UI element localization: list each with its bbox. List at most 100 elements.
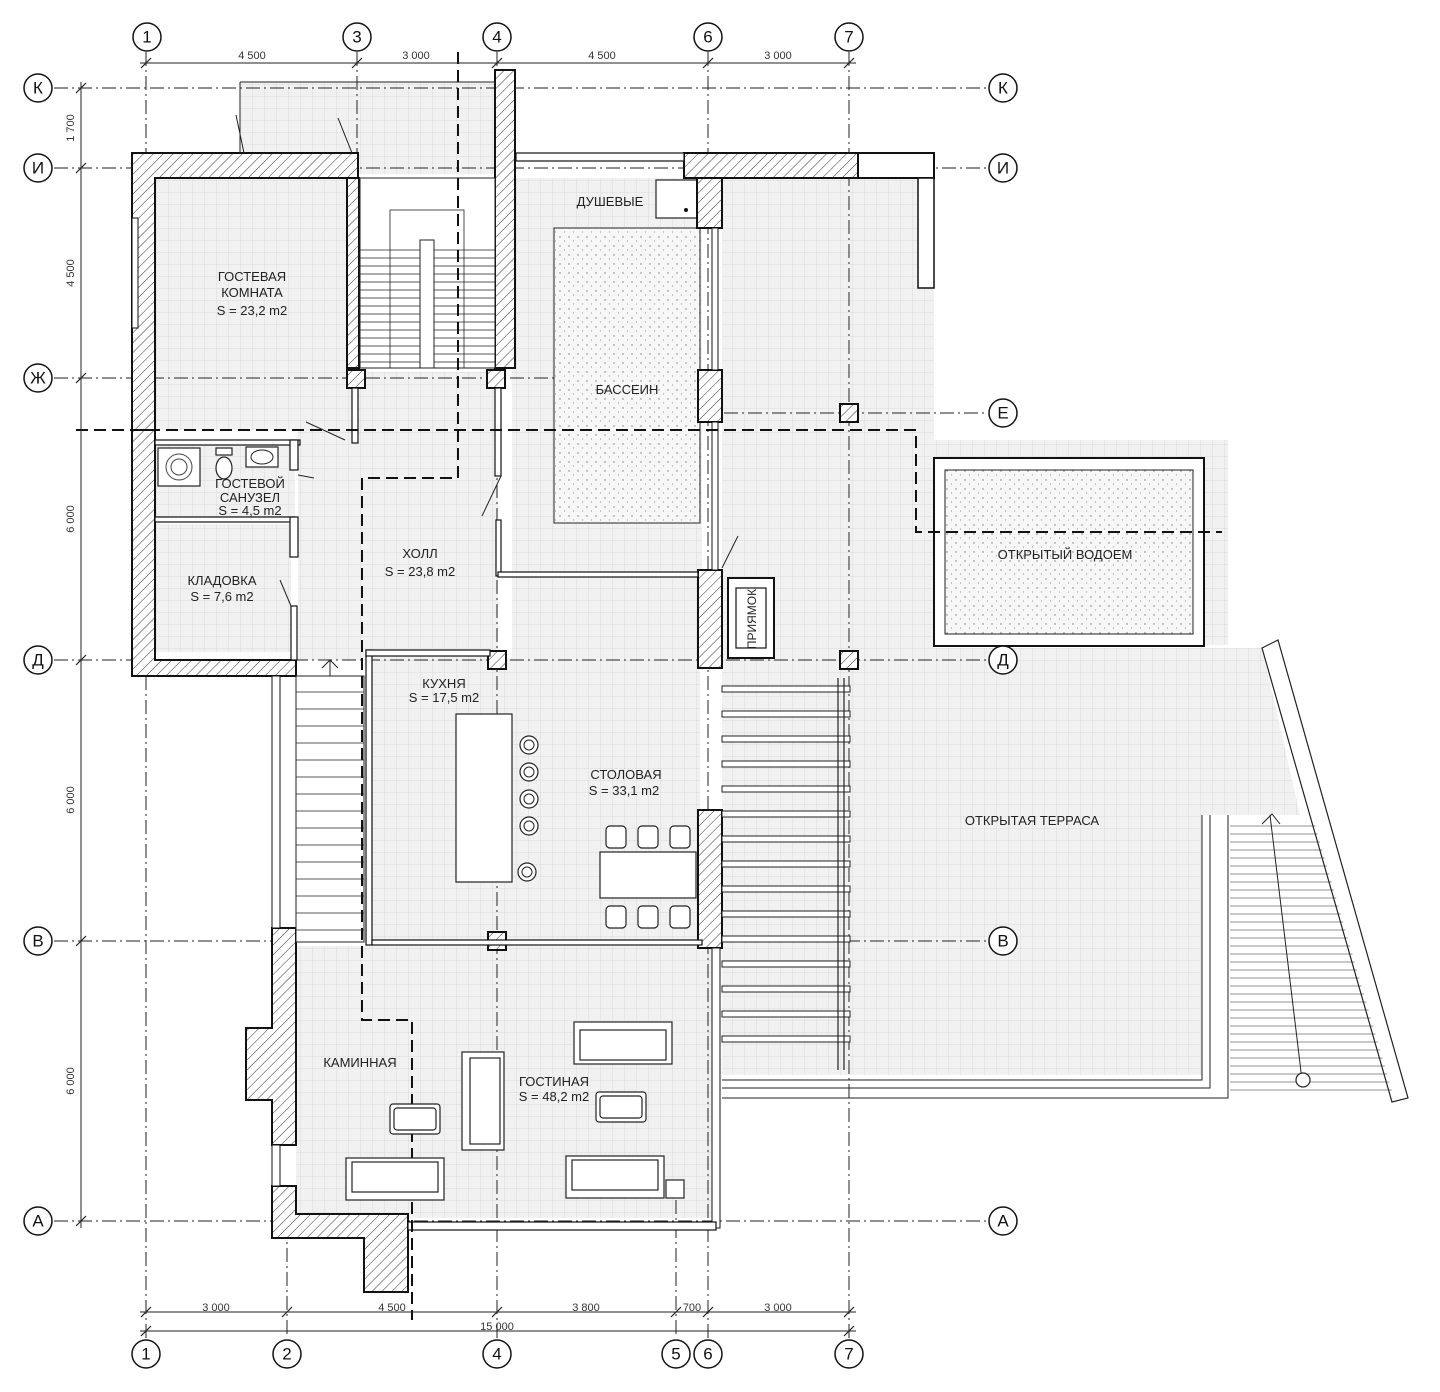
pergola-beam bbox=[721, 960, 851, 968]
room-guest-bath-name: ГОСТЕВОЙ bbox=[215, 476, 285, 491]
axis-bubble-left-d: Д bbox=[23, 645, 53, 675]
svg-text:А: А bbox=[997, 1212, 1009, 1231]
pergola-beam bbox=[721, 835, 851, 843]
svg-text:6: 6 bbox=[703, 1345, 712, 1364]
axis-bubble-left-a: А bbox=[23, 1206, 53, 1236]
dim-bottom-total: 15 000 bbox=[480, 1321, 514, 1333]
pergola-beam bbox=[721, 785, 851, 793]
kitchen-dining-furniture bbox=[455, 713, 697, 929]
partitions bbox=[154, 81, 739, 1231]
axis-bubble-top-6: 6 bbox=[693, 22, 723, 52]
svg-text:3: 3 bbox=[352, 28, 361, 47]
pergola-beam bbox=[721, 985, 851, 993]
svg-text:Е: Е bbox=[997, 404, 1008, 423]
axis-bubble-left-k: К bbox=[23, 73, 53, 103]
axis-bubble-right-e: Е bbox=[988, 398, 1018, 428]
dim-tick bbox=[140, 1306, 152, 1318]
axis-bubble-bottom-5: 5 bbox=[661, 1339, 691, 1369]
dim-tick bbox=[351, 57, 363, 69]
dim-bottom-1-2: 3 000 bbox=[202, 1302, 230, 1314]
upper-stair-treads bbox=[360, 249, 495, 363]
pergola-beam bbox=[721, 710, 851, 718]
svg-text:К: К bbox=[33, 79, 43, 98]
svg-text:К: К bbox=[998, 79, 1008, 98]
terrace-edge-beam bbox=[1261, 639, 1409, 1103]
pergola-beam bbox=[721, 810, 851, 818]
dim-bottom-4-5: 3 800 bbox=[572, 1302, 600, 1314]
dimension-ticks bbox=[75, 57, 855, 1337]
room-kitchen-name: КУХНЯ bbox=[422, 676, 465, 691]
pit bbox=[727, 577, 775, 659]
room-showers-name: ДУШЕВЫЕ bbox=[577, 194, 644, 209]
svg-text:Д: Д bbox=[997, 651, 1009, 670]
pergola-beam bbox=[721, 935, 851, 943]
svg-text:1: 1 bbox=[141, 1345, 150, 1364]
ramp-steps bbox=[1230, 825, 1392, 1091]
pool-water bbox=[553, 227, 701, 524]
axis-bubble-top-7: 7 bbox=[834, 22, 864, 52]
dining-table bbox=[599, 851, 697, 899]
axis-bubble-bottom-7: 7 bbox=[834, 1339, 864, 1369]
dim-left-v-a: 6 000 bbox=[65, 1067, 77, 1095]
dim-top-3-4: 3 000 bbox=[402, 50, 430, 62]
room-guest-bath-name2: САНУЗЕЛ bbox=[220, 490, 280, 505]
pergola-beam bbox=[721, 1035, 851, 1043]
svg-text:И: И bbox=[32, 159, 44, 178]
room-fireplace-name: КАМИННАЯ bbox=[323, 1055, 396, 1070]
axis-bubble-bottom-6: 6 bbox=[693, 1339, 723, 1369]
dim-bottom-5-6: 700 bbox=[683, 1302, 701, 1314]
room-dining-area: S = 33,1 m2 bbox=[589, 783, 659, 798]
floor-lamp bbox=[665, 1179, 685, 1199]
dim-tick bbox=[75, 372, 87, 384]
dim-tick bbox=[140, 1325, 152, 1337]
dim-tick bbox=[75, 162, 87, 174]
living-furniture bbox=[345, 1021, 685, 1201]
svg-text:4: 4 bbox=[492, 1345, 501, 1364]
axis-bubbles: 1 3 4 6 7 1 2 4 5 6 7 К И Ж Д В А К И Е … bbox=[23, 22, 1018, 1369]
svg-text:В: В bbox=[32, 932, 43, 951]
dim-tick bbox=[702, 1306, 714, 1318]
shower-tray bbox=[655, 179, 699, 219]
axis-bubble-left-i: И bbox=[23, 153, 53, 183]
dim-bottom-6-7: 3 000 bbox=[764, 1302, 792, 1314]
room-guest-area: S = 23,2 m2 bbox=[217, 303, 287, 318]
dim-tick bbox=[75, 654, 87, 666]
svg-text:7: 7 bbox=[844, 28, 853, 47]
dim-tick bbox=[843, 57, 855, 69]
axis-bubble-bottom-1: 1 bbox=[131, 1339, 161, 1369]
svg-text:И: И bbox=[997, 159, 1009, 178]
stairs bbox=[295, 177, 496, 943]
bar-stools bbox=[517, 735, 539, 882]
room-pond-name: ОТКРЫТЫЙ ВОДОЕМ bbox=[998, 547, 1133, 562]
room-labels: ГОСТЕВАЯ КОМНАТА S = 23,2 m2 ДУШЕВЫЕ БАС… bbox=[187, 194, 1132, 1104]
svg-text:Ж: Ж bbox=[30, 369, 46, 388]
hidden-lines bbox=[76, 52, 1222, 1320]
dim-tick bbox=[140, 57, 152, 69]
pergola-beam bbox=[721, 735, 851, 743]
dim-tick bbox=[75, 82, 87, 94]
dining-chairs bbox=[605, 825, 691, 929]
axis-bubble-top-4: 4 bbox=[482, 22, 512, 52]
dim-left-i-zh: 4 500 bbox=[65, 259, 77, 287]
svg-text:6: 6 bbox=[703, 28, 712, 47]
room-kitchen-area: S = 17,5 m2 bbox=[409, 690, 479, 705]
axis-bubble-right-a: А bbox=[988, 1206, 1018, 1236]
room-hall-name: ХОЛЛ bbox=[402, 546, 437, 561]
axis-bubble-top-3: 3 bbox=[342, 22, 372, 52]
room-living-area: S = 48,2 m2 bbox=[519, 1089, 589, 1104]
svg-text:А: А bbox=[32, 1212, 44, 1231]
axis-bubble-left-zh: Ж bbox=[23, 363, 53, 393]
dim-left-k-i: 1 700 bbox=[65, 114, 77, 142]
dim-tick bbox=[843, 1325, 855, 1337]
room-guest-name2: КОМНАТА bbox=[221, 285, 283, 300]
axis-bubble-bottom-4: 4 bbox=[482, 1339, 512, 1369]
svg-text:Д: Д bbox=[32, 651, 44, 670]
pergola-beam bbox=[721, 760, 851, 768]
toilet-icon bbox=[215, 456, 233, 480]
room-guest-bath-area: S = 4,5 m2 bbox=[218, 503, 281, 518]
axis-bubble-right-k: К bbox=[988, 73, 1018, 103]
axis-bubble-top-1: 1 bbox=[132, 22, 162, 52]
dim-left-zh-d: 6 000 bbox=[65, 505, 77, 533]
hall-floor bbox=[298, 372, 498, 660]
